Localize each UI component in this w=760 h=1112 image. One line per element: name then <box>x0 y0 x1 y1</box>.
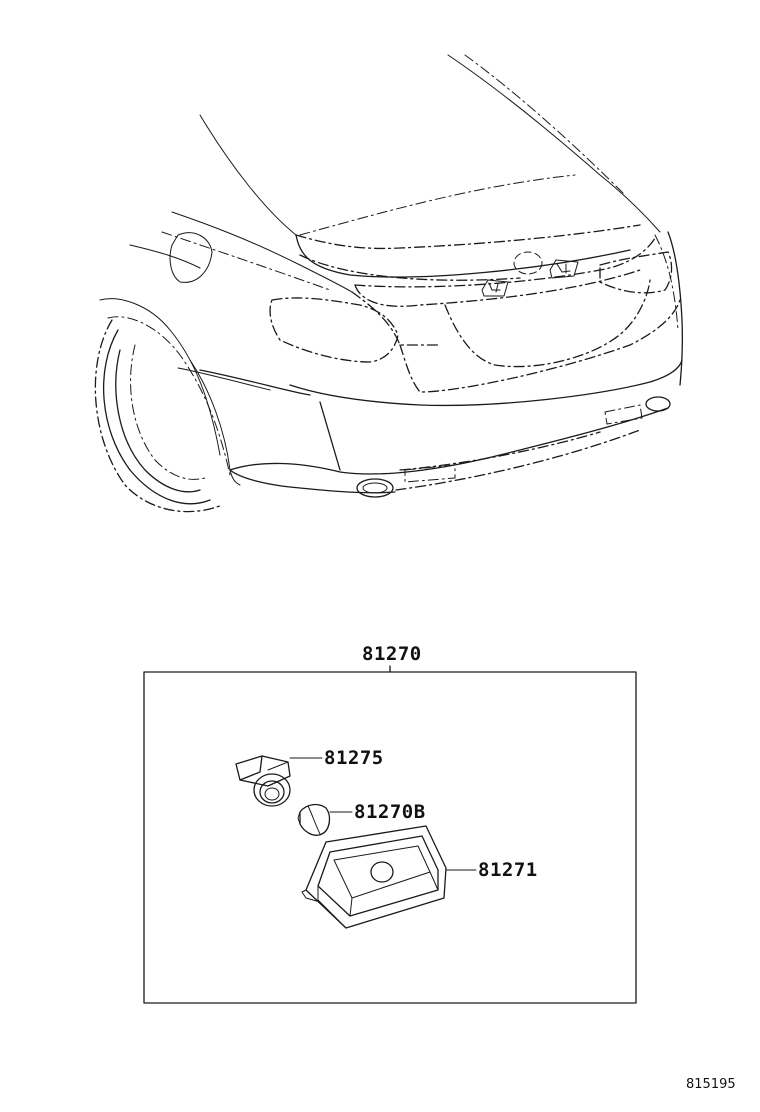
diagram-reference-code: 815195 <box>686 1077 736 1092</box>
part-number-bulb: 81270B <box>354 801 426 823</box>
lens-housing-81271-icon <box>301 825 477 929</box>
bulb-81270b-icon <box>297 803 353 836</box>
assembly-part-number: 81270 <box>362 643 422 665</box>
part-number-lens: 81271 <box>478 859 538 881</box>
part-number-socket: 81275 <box>324 747 384 769</box>
socket-81275-icon <box>235 755 323 807</box>
